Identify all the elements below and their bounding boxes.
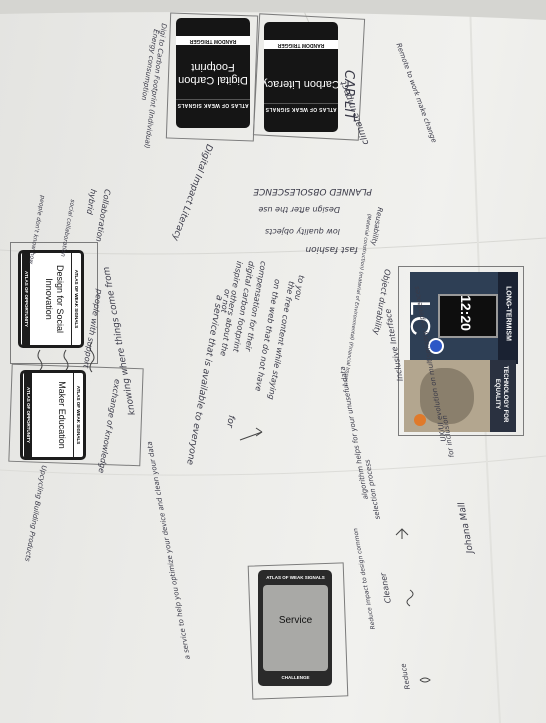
photo-band [498, 272, 518, 364]
note-low-quality: low quality objects [265, 227, 340, 236]
photo-band [490, 360, 516, 432]
photo-longtermism: LONG-TERMISM 12:20 LC [410, 272, 518, 364]
note-for: for [224, 414, 236, 429]
card-footer: CHALLENGE [281, 675, 310, 680]
note-design-after-use: Design after the use [258, 205, 340, 214]
photo-outline [398, 266, 524, 436]
card-outline-3 [10, 242, 98, 364]
card-maker-education[interactable]: ATLAS OF WEAK SIGNALS Maker Education AT… [20, 370, 86, 460]
card-panel [263, 585, 328, 671]
clock-panel [438, 294, 498, 338]
card-header: ATLAS OF WEAK SIGNALS [266, 575, 325, 580]
card-title: Service [278, 615, 313, 626]
card-design-for-social-innovation[interactable]: ATLAS OF WEAK SIGNALS Design for Social … [18, 250, 84, 348]
note-fast-fashion: fast fashion [305, 244, 358, 254]
card-service[interactable]: ATLAS OF WEAK SIGNALS Service CHALLENGE [258, 570, 332, 686]
note-planned-obsolescence: PLANNED OBSOLESCENCE [253, 186, 372, 196]
photo-tech-equality: TECHNOLOGY FOR EQUALITY [404, 360, 516, 432]
statue [420, 368, 474, 424]
card-carbon-literacy[interactable]: ATLAS OF WEAK SIGNALS Carbon Literacy RA… [264, 22, 338, 132]
orange-dot [414, 414, 426, 426]
note-car-lit: CAR LIT [341, 70, 356, 121]
blue-dot [428, 338, 444, 354]
card-digital-carbon-footprint[interactable]: ATLAS OF WEAK SIGNALS Digital Carbon Foo… [176, 18, 250, 128]
